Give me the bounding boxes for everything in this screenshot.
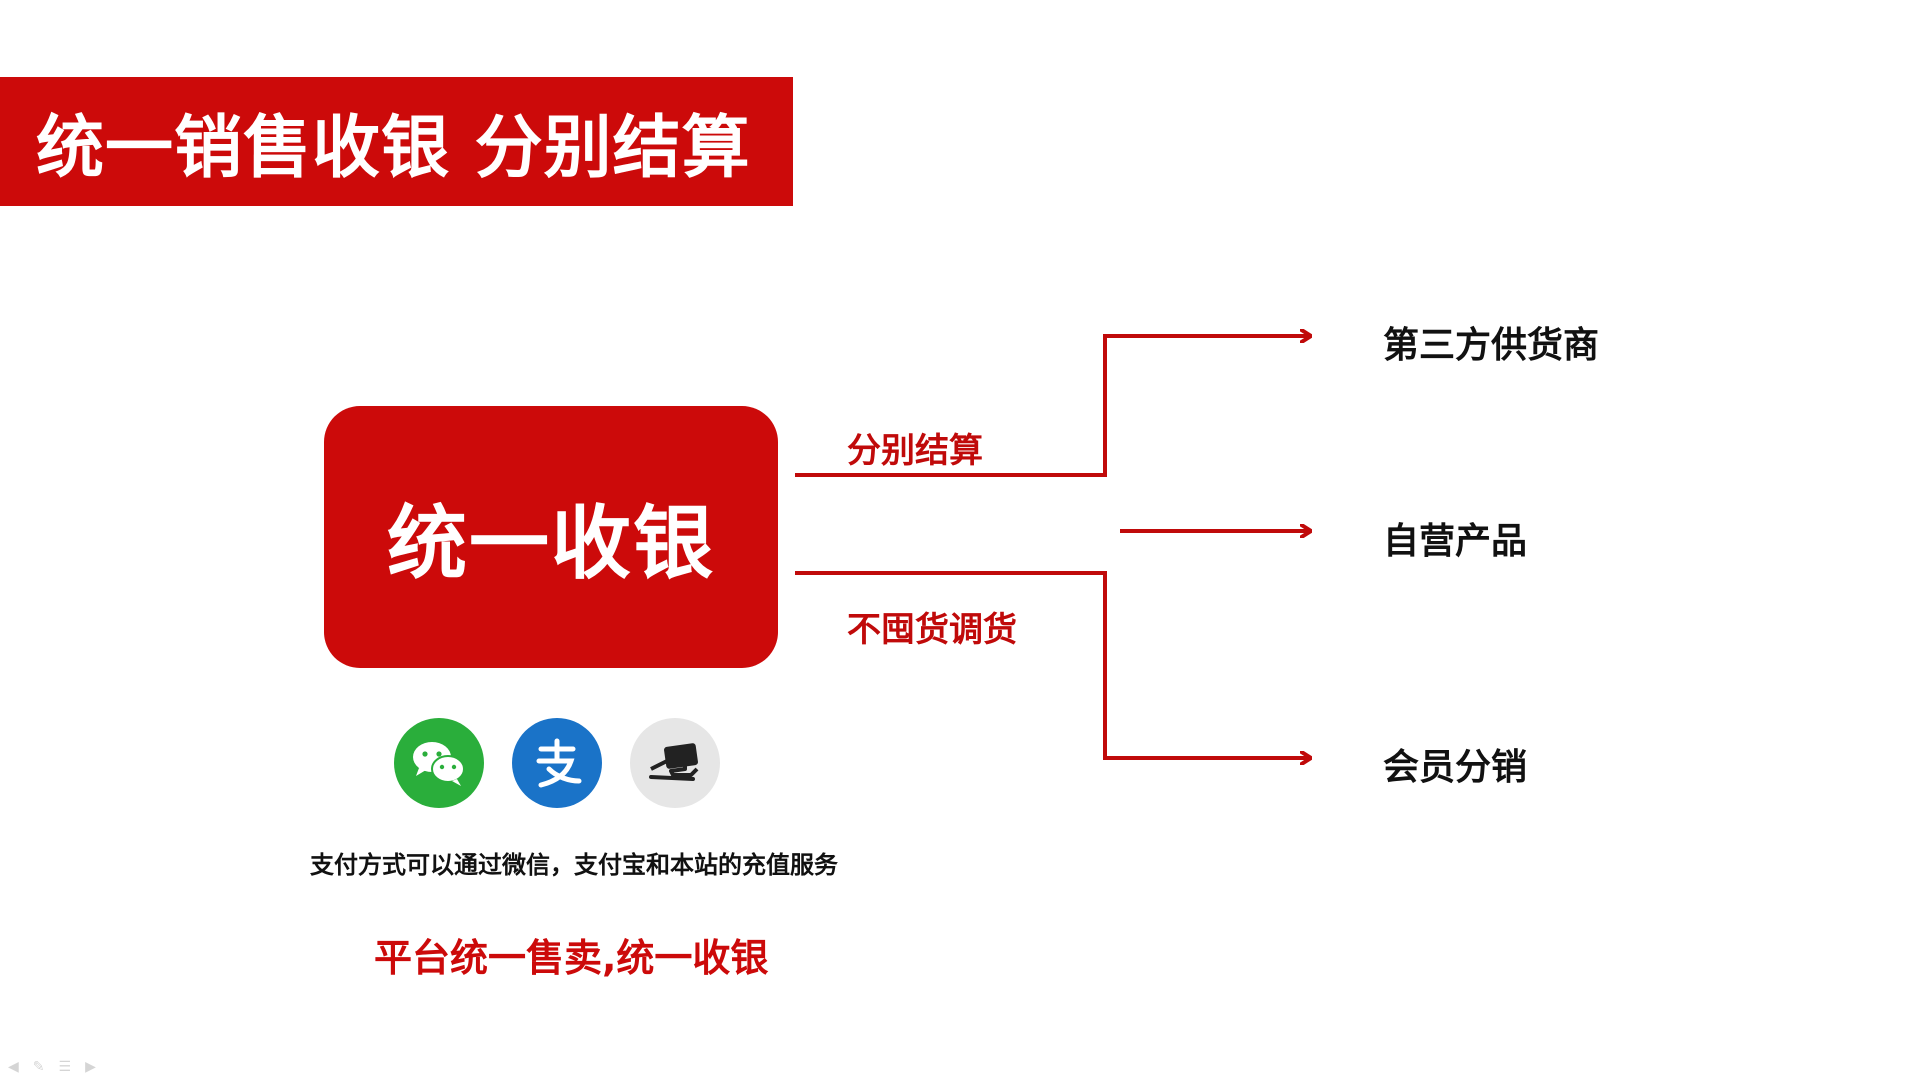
page-title: 统一销售收银 分别结算 bbox=[36, 109, 751, 188]
arrow-to-member-distribution bbox=[795, 571, 1310, 758]
branch-label-settlement: 分别结算 bbox=[847, 431, 983, 471]
slideshow-toolbar: ◀ ✎ ☰ ▶ bbox=[8, 1060, 96, 1074]
arrow-to-third-party bbox=[795, 336, 1310, 477]
prev-icon[interactable]: ◀ bbox=[8, 1059, 19, 1075]
branch-label-no-stock: 不囤货调货 bbox=[847, 610, 1017, 650]
alipay-icon bbox=[512, 718, 602, 808]
dest-member-distribution: 会员分销 bbox=[1383, 747, 1528, 788]
card-payment-icon bbox=[630, 718, 720, 808]
pen-icon[interactable]: ✎ bbox=[32, 1059, 45, 1075]
dest-third-party-supplier: 第三方供货商 bbox=[1383, 325, 1600, 366]
wechat-pay-icon bbox=[394, 718, 484, 808]
dest-own-products: 自营产品 bbox=[1383, 521, 1528, 562]
next-icon[interactable]: ▶ bbox=[85, 1059, 96, 1075]
slogan: 平台统一售卖,统一收银 bbox=[374, 936, 769, 980]
title-banner: 统一销售收银 分别结算 bbox=[0, 77, 793, 206]
menu-icon[interactable]: ☰ bbox=[58, 1059, 72, 1075]
payment-description: 支付方式可以通过微信，支付宝和本站的充值服务 bbox=[310, 851, 838, 879]
unified-checkout-box: 统一收银 bbox=[324, 406, 778, 668]
center-box-label: 统一收银 bbox=[387, 497, 715, 590]
